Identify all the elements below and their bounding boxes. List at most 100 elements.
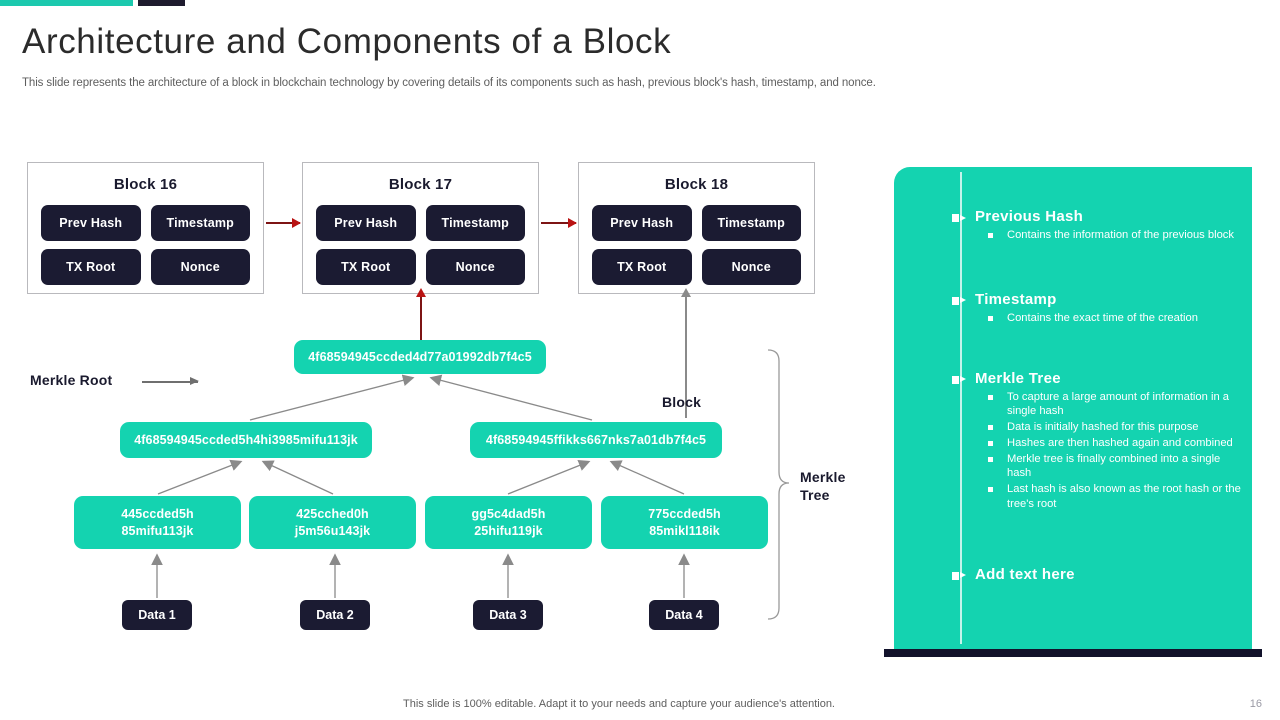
hash-leaf-text: 445ccded5h 85mifu113jk [121, 506, 194, 540]
accent-bar-dark [138, 0, 185, 6]
list-item-text: Contains the information of the previous… [1007, 229, 1234, 241]
block-title: Block 17 [388, 176, 453, 193]
block-title: Block 16 [113, 176, 178, 193]
arrow-bullet-icon [952, 296, 966, 306]
hash-leaf-line2: 85mifu113jk [121, 523, 194, 538]
hash-leaf-line1: 425cched0h [296, 506, 369, 521]
data-node-1[interactable]: Data 1 [122, 600, 192, 630]
merkle-tree-label: Merkle Tree [800, 469, 846, 504]
hash-node-leaf-3[interactable]: gg5c4dad5h 25hifu119jk [425, 496, 592, 549]
square-bullet-icon [988, 394, 993, 400]
block-label: Block [662, 394, 702, 410]
block-field-grid: Prev Hash Timestamp TX Root Nonce [579, 193, 814, 285]
data-node-3[interactable]: Data 3 [473, 600, 543, 630]
square-bullet-icon [988, 440, 993, 446]
list-item: Contains the information of the previous… [988, 228, 1242, 243]
hash-leaf-text: gg5c4dad5h 25hifu119jk [472, 506, 546, 540]
panel-sublist: To capture a large amount of information… [988, 390, 1242, 512]
arrow-bullet-icon [952, 571, 966, 581]
spacer [952, 330, 1242, 370]
arrow-right-icon-block16-to-17 [266, 218, 301, 228]
block-field-tx-root[interactable]: TX Root [41, 249, 141, 285]
panel-item-list: Previous Hash Contains the information o… [952, 208, 1242, 587]
square-bullet-icon [988, 456, 993, 462]
panel-item-header: Previous Hash [952, 208, 1242, 225]
panel-item-header: Add text here [952, 566, 1242, 583]
spacer [952, 247, 1242, 291]
page-subtitle: This slide represents the architecture o… [22, 77, 876, 89]
panel-item-title: Add text here [975, 565, 1075, 583]
hash-node-mid-left[interactable]: 4f68594945ccded5h4hi3985mifu113jk [120, 422, 372, 458]
hash-leaf-line1: 775ccded5h [648, 506, 721, 521]
hash-leaf-text: 775ccded5h 85mikl118ik [648, 506, 721, 540]
list-item: Data is initially hashed for this purpos… [988, 420, 1242, 435]
list-item-text: Contains the exact time of the creation [1007, 311, 1198, 324]
block-field-tx-root[interactable]: TX Root [592, 249, 692, 285]
block-field-grid: Prev Hash Timestamp TX Root Nonce [303, 193, 538, 285]
merkle-tree-label-line1: Merkle [800, 469, 846, 485]
block-field-nonce[interactable]: Nonce [425, 249, 525, 285]
hash-node-mid-right[interactable]: 4f68594945ffikks667nks7a01db7f4c5 [470, 422, 722, 458]
arrow-right-icon-merkle-root [142, 378, 199, 384]
block-field-prev-hash[interactable]: Prev Hash [41, 205, 141, 241]
hash-leaf-text: 425cched0h j5m56u143jk [295, 506, 370, 540]
info-panel [894, 167, 1252, 649]
panel-item-title: Merkle Tree [975, 369, 1061, 387]
list-item: Hashes are then hashed again and combine… [988, 436, 1242, 451]
panel-sublist: Contains the information of the previous… [988, 228, 1242, 243]
panel-item-header: Merkle Tree [952, 370, 1242, 387]
panel-base-bar [884, 649, 1262, 657]
block-field-timestamp[interactable]: Timestamp [425, 205, 525, 241]
merkle-root-label: Merkle Root [30, 372, 113, 388]
block-card-18[interactable]: Block 18 Prev Hash Timestamp TX Root Non… [578, 162, 815, 294]
hash-leaf-line2: 25hifu119jk [474, 523, 543, 538]
panel-sublist: Contains the exact time of the creation [988, 311, 1242, 326]
panel-divider-line [960, 172, 962, 644]
square-bullet-icon [988, 233, 993, 238]
block-title: Block 18 [664, 176, 729, 193]
arrow-bullet-icon [952, 214, 966, 223]
block-field-nonce[interactable]: Nonce [701, 249, 801, 285]
block-field-prev-hash[interactable]: Prev Hash [592, 205, 692, 241]
merkle-tree-label-line2: Tree [800, 486, 830, 503]
list-item-text: To capture a large amount of information… [1007, 390, 1230, 418]
square-bullet-icon [988, 315, 993, 321]
panel-item-add-text-here[interactable]: Add text here [952, 566, 1242, 583]
list-item-text: Merkle tree is finally combined into a s… [1007, 452, 1221, 480]
block-field-nonce[interactable]: Nonce [150, 249, 250, 285]
panel-item-merkle-tree[interactable]: Merkle Tree To capture a large amount of… [952, 370, 1242, 512]
page-title: Architecture and Components of a Block [22, 22, 672, 61]
accent-bar-teal [0, 0, 133, 6]
panel-item-title: Timestamp [975, 290, 1057, 308]
list-item: To capture a large amount of information… [988, 390, 1242, 420]
square-bullet-icon [988, 425, 993, 431]
data-node-4[interactable]: Data 4 [649, 600, 719, 630]
block-field-grid: Prev Hash Timestamp TX Root Nonce [28, 193, 263, 285]
hash-leaf-line1: 445ccded5h [121, 506, 194, 521]
block-field-timestamp[interactable]: Timestamp [150, 205, 250, 241]
list-item: Last hash is also known as the root hash… [988, 482, 1242, 512]
list-item-text: Last hash is also known as the root hash… [1007, 483, 1241, 511]
list-item-text: Hashes are then hashed again and combine… [1007, 436, 1233, 449]
hash-leaf-line2: 85mikl118ik [649, 523, 720, 538]
arrow-up-icon-block-to-block18 [681, 288, 691, 418]
block-field-timestamp[interactable]: Timestamp [701, 205, 801, 241]
block-card-17[interactable]: Block 17 Prev Hash Timestamp TX Root Non… [302, 162, 539, 294]
block-field-prev-hash[interactable]: Prev Hash [316, 205, 416, 241]
hash-node-root[interactable]: 4f68594945ccded4d77a01992db7f4c5 [294, 340, 546, 374]
block-card-16[interactable]: Block 16 Prev Hash Timestamp TX Root Non… [27, 162, 264, 294]
panel-item-timestamp[interactable]: Timestamp Contains the exact time of the… [952, 291, 1242, 326]
hash-node-leaf-2[interactable]: 425cched0h j5m56u143jk [249, 496, 416, 549]
data-node-2[interactable]: Data 2 [300, 600, 370, 630]
panel-item-header: Timestamp [952, 291, 1242, 308]
panel-item-previous-hash[interactable]: Previous Hash Contains the information o… [952, 208, 1242, 243]
square-bullet-icon [988, 487, 993, 493]
hash-node-leaf-4[interactable]: 775ccded5h 85mikl118ik [601, 496, 768, 549]
arrow-up-icon-root-to-block17 [416, 288, 426, 344]
arrow-bullet-icon [952, 375, 966, 385]
spacer [952, 516, 1242, 566]
block-field-tx-root[interactable]: TX Root [316, 249, 416, 285]
panel-item-title: Previous Hash [975, 208, 1084, 225]
hash-node-leaf-1[interactable]: 445ccded5h 85mifu113jk [74, 496, 241, 549]
